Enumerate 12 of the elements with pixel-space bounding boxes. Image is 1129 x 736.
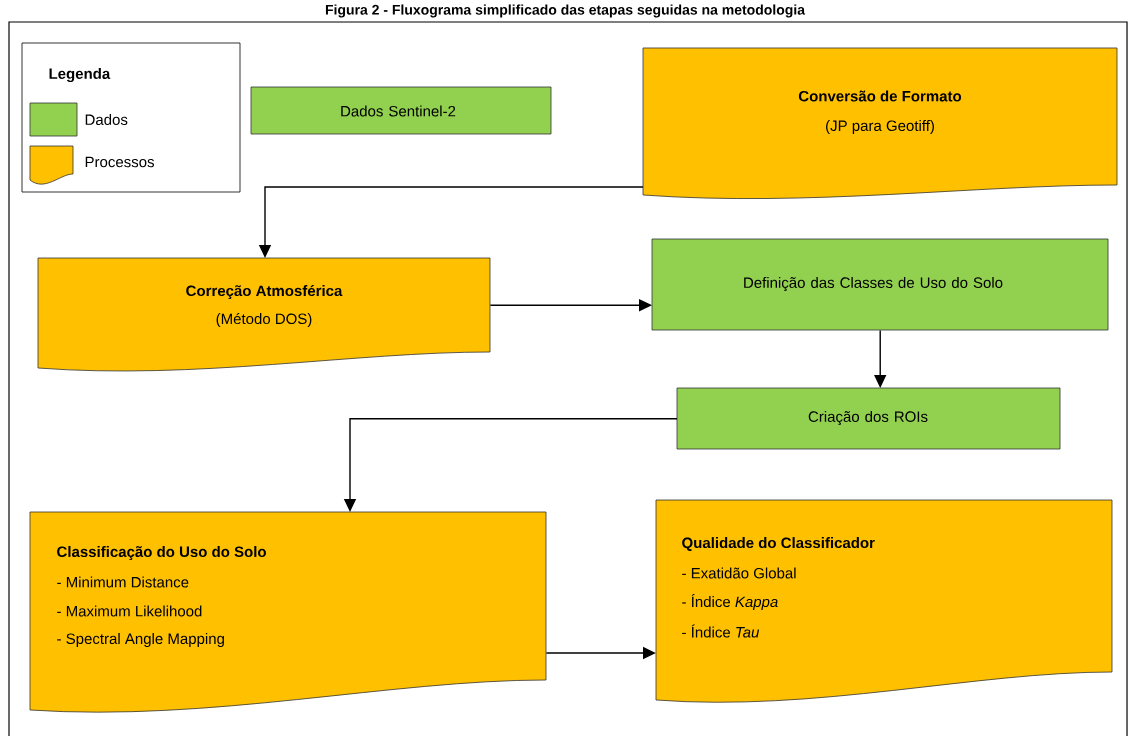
data-box: Criação dos ROIs xyxy=(676,387,1061,450)
data-box: Definição das Classes de Uso do Solo xyxy=(651,238,1109,331)
legend-heading: Legenda xyxy=(49,68,111,83)
title: Figura 2 - Fluxograma simplificado das etapas seguidas na metodologia xyxy=(325,4,806,18)
process-box: Qualidade do Classificador - Exatidão Global - Índice Kappa - Índice Tau xyxy=(655,499,1113,703)
data-box: Dados Sentinel-2 xyxy=(250,86,552,135)
process-box: Conversão de Formato (JP para Geotiff) xyxy=(642,47,1118,199)
legend-text: Processos xyxy=(85,156,154,168)
process-box: Classificação do Uso do Solo - Minimum Distance - Maximum Likelihood - Spectral Angle Mapping xyxy=(29,511,547,713)
arrow xyxy=(874,329,887,388)
legend-text: Dados xyxy=(85,114,128,125)
process-box: Correção Atmosférica (Método DOS) xyxy=(37,257,491,372)
